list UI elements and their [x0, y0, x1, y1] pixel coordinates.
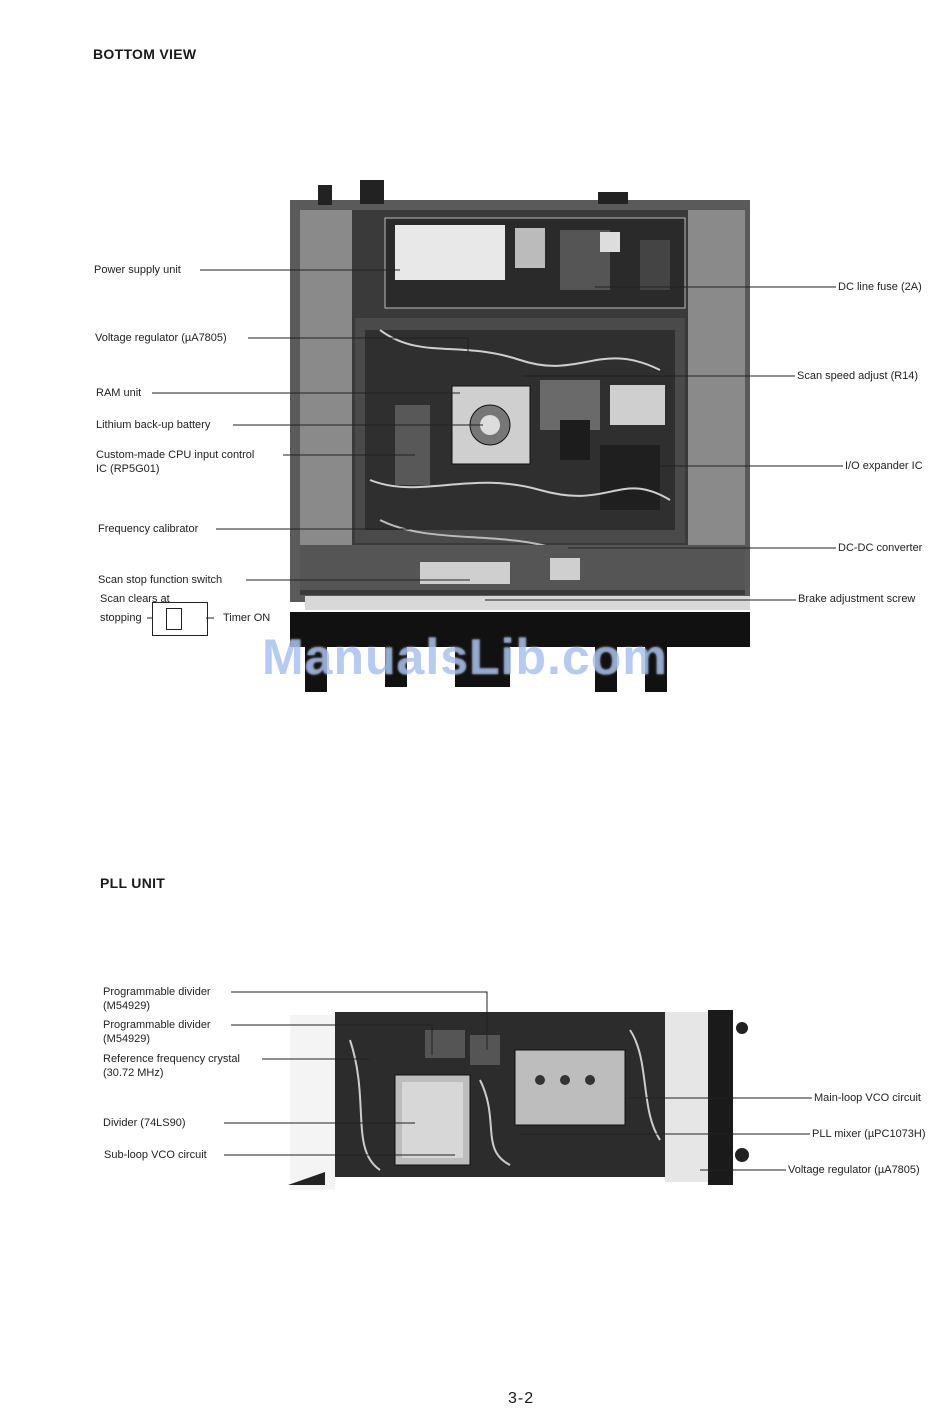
label-voltage-regulator: Voltage regulator (µA7805) — [95, 332, 227, 344]
label-sub-loop-vco: Sub-loop VCO circuit — [104, 1149, 207, 1161]
label-dc-line-fuse: DC line fuse (2A) — [838, 281, 922, 293]
label-main-loop-vco: Main-loop VCO circuit — [814, 1092, 921, 1104]
label-lithium-battery: Lithium back-up battery — [96, 419, 211, 431]
label-pll-mixer: PLL mixer (µPC1073H) — [812, 1128, 926, 1140]
label-cpu-ic: Custom-made CPU input control IC (RP5G01… — [96, 449, 255, 475]
label-scan-clears-at: Scan clears at — [100, 593, 170, 605]
bottom-view-heading: BOTTOM VIEW — [93, 46, 197, 62]
label-pll-voltage-regulator: Voltage regulator (µA7805) — [788, 1164, 920, 1176]
label-divider: Divider (74LS90) — [103, 1117, 186, 1129]
label-prog-divider-1: Programmable divider (M54929) — [103, 986, 211, 1012]
label-power-supply-unit: Power supply unit — [94, 264, 181, 276]
label-ref-crystal: Reference frequency crystal (30.72 MHz) — [103, 1053, 240, 1079]
pll-unit-heading: PLL UNIT — [100, 875, 166, 891]
watermark-text: ManualsLib.com — [262, 629, 668, 685]
label-frequency-calibrator: Frequency calibrator — [98, 523, 199, 535]
label-prog-divider-2: Programmable divider (M54929) — [103, 1019, 211, 1045]
label-stopping: stopping — [100, 612, 142, 624]
label-scan-stop-switch: Scan stop function switch — [98, 574, 223, 586]
label-io-expander: I/O expander IC — [845, 460, 923, 472]
label-brake-screw: Brake adjustment screw — [798, 593, 916, 605]
label-timer-on: Timer ON — [223, 612, 271, 624]
label-ram-unit: RAM unit — [96, 387, 142, 399]
label-scan-speed-adjust: Scan speed adjust (R14) — [797, 370, 919, 382]
scan-switch-diagram — [152, 602, 208, 636]
scan-switch-knob — [166, 608, 182, 630]
page-number: 3-2 — [508, 1390, 535, 1407]
label-dc-dc-converter: DC-DC converter — [838, 542, 923, 554]
